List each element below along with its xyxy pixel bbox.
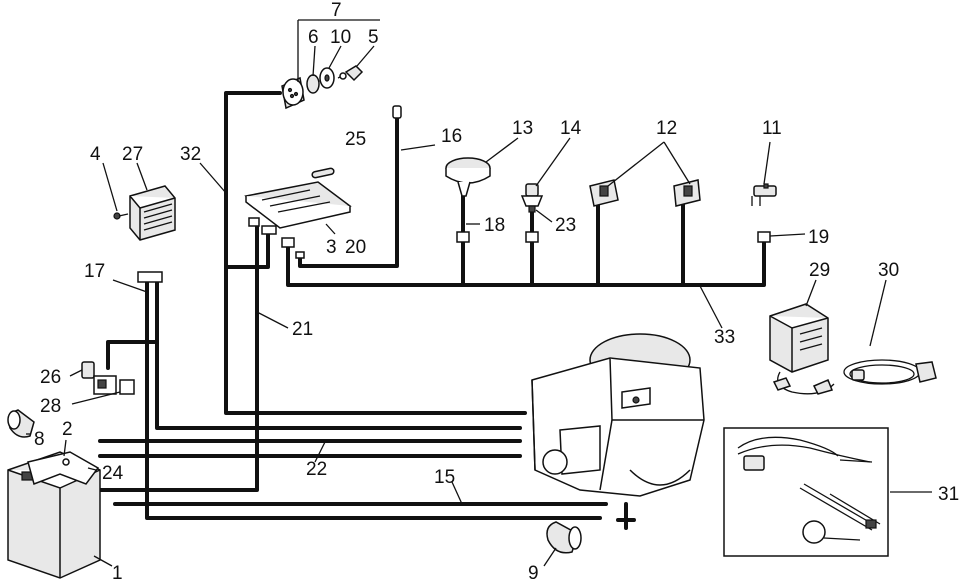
engine bbox=[531, 333, 705, 497]
callout-33: 33 bbox=[714, 327, 735, 348]
sensor-16 bbox=[392, 105, 402, 119]
callout-11: 11 bbox=[762, 118, 782, 139]
relay-28 bbox=[93, 375, 135, 395]
callout-12: 12 bbox=[656, 118, 677, 139]
callout-23: 23 bbox=[555, 215, 576, 236]
callout-3: 3 bbox=[326, 237, 337, 258]
battery-charger bbox=[769, 303, 835, 395]
safety-switch-left bbox=[589, 179, 619, 207]
callout-13: 13 bbox=[512, 118, 533, 139]
callout-20: 20 bbox=[345, 237, 366, 258]
control-board bbox=[244, 167, 352, 259]
callout-27: 27 bbox=[122, 144, 143, 165]
battery-strap bbox=[27, 451, 100, 485]
harness-17 bbox=[145, 278, 602, 520]
harness-21 bbox=[98, 222, 259, 492]
leader-lines bbox=[26, 19, 932, 567]
terminal-cap-8 bbox=[7, 409, 35, 438]
callout-19: 19 bbox=[808, 227, 829, 248]
harness-33 bbox=[286, 238, 766, 287]
callout-24: 24 bbox=[102, 463, 124, 484]
callout-18: 18 bbox=[484, 215, 505, 236]
callout-32: 32 bbox=[180, 144, 201, 165]
pressure-switch bbox=[520, 183, 544, 213]
callout-22: 22 bbox=[306, 459, 327, 480]
callout-30: 30 bbox=[878, 260, 899, 281]
callout-7: 7 bbox=[331, 0, 342, 21]
callout-14: 14 bbox=[560, 118, 582, 139]
micro-switch bbox=[751, 183, 777, 206]
horn bbox=[445, 157, 491, 197]
callout-29: 29 bbox=[809, 260, 830, 281]
switch-nut-6 bbox=[306, 74, 320, 94]
callout-15: 15 bbox=[434, 467, 455, 488]
ignition-key-5 bbox=[337, 65, 364, 82]
accessory-kit bbox=[723, 427, 889, 557]
connector-19 bbox=[757, 231, 771, 243]
connector-18 bbox=[456, 231, 470, 243]
callout-9: 9 bbox=[528, 563, 539, 580]
harness-32 bbox=[224, 91, 527, 415]
callout-4: 4 bbox=[90, 144, 101, 165]
ignition-switch bbox=[281, 76, 305, 110]
callout-16: 16 bbox=[441, 126, 462, 147]
ground-terminal bbox=[616, 502, 636, 530]
terminal-cap-9 bbox=[546, 521, 582, 554]
callout-10: 10 bbox=[330, 27, 351, 48]
callout-17: 17 bbox=[84, 261, 105, 282]
callouts: 7 6 10 5 4 27 32 25 16 13 14 12 11 18 23… bbox=[34, 0, 959, 580]
callout-31: 31 bbox=[938, 484, 959, 505]
callout-6: 6 bbox=[308, 27, 319, 48]
charger-cable bbox=[843, 359, 937, 385]
callout-28: 28 bbox=[40, 396, 61, 417]
callout-26: 26 bbox=[40, 367, 61, 388]
relay-26 bbox=[81, 361, 95, 379]
connector-23 bbox=[525, 231, 539, 243]
callout-8: 8 bbox=[34, 429, 45, 450]
safety-switch-right bbox=[673, 179, 701, 207]
callout-2: 2 bbox=[62, 419, 73, 440]
callout-21: 21 bbox=[292, 319, 313, 340]
callout-1: 1 bbox=[112, 563, 123, 580]
connector-17 bbox=[137, 271, 163, 283]
callout-5: 5 bbox=[368, 27, 379, 48]
screw bbox=[113, 212, 129, 220]
voltage-regulator bbox=[129, 185, 176, 241]
callout-25: 25 bbox=[345, 129, 366, 150]
switch-washer-10 bbox=[319, 67, 335, 89]
